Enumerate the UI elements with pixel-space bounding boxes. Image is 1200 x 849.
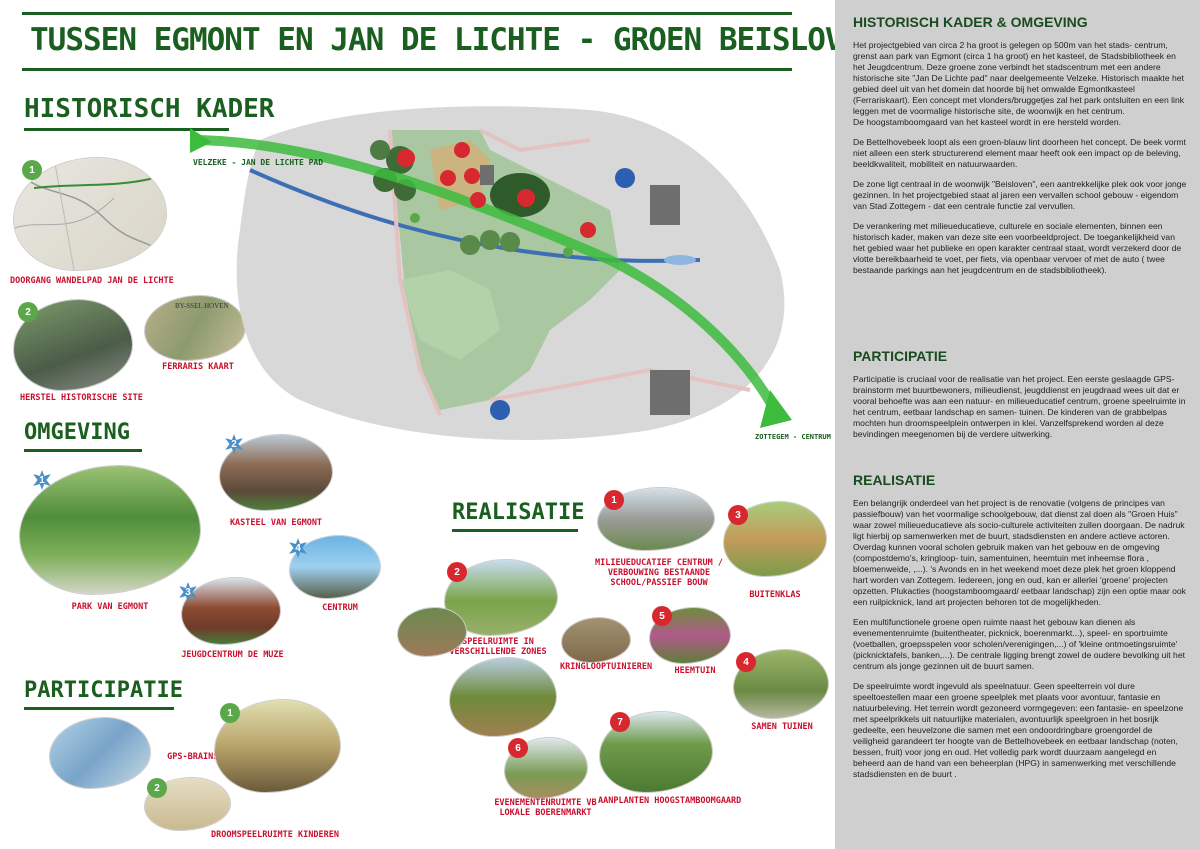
caption-kringloop: KRINGLOOPTUINIEREN [560, 662, 653, 672]
section-title-realisatie: REALISATIE [452, 500, 585, 525]
section-rule-participatie [24, 707, 174, 710]
title-rule-top [22, 12, 792, 15]
para-5: Participatie is cruciaal voor de realisa… [853, 374, 1186, 439]
caption-doorgang: DOORGANG WANDELPAD JAN DE LICHTE [10, 276, 174, 286]
caption-heemtuin: HEEMTUIN [674, 666, 716, 676]
caption-aanplanten: AANPLANTEN HOOGSTAMBOOMGAARD [598, 796, 742, 806]
marker-real-5: 5 [652, 606, 672, 626]
text-participatie: Participatie is cruciaal voor de realisa… [853, 374, 1188, 449]
para-7: Een multifunctionele groene open ruimte … [853, 617, 1186, 671]
caption-droomspeel: DROOMSPEELRUIMTE KINDEREN [211, 830, 339, 840]
page-title: TUSSEN EGMONT EN JAN DE LICHTE - GROEN B… [30, 22, 879, 58]
text-realisatie: Een belangrijk onderdeel van het project… [853, 498, 1188, 789]
para-1b: De hoogstamboomgaard van het kasteel wor… [853, 117, 1121, 127]
caption-gps: GPS-BRAINSTORM [167, 752, 239, 762]
map-label-velzeke: VELZEKE - JAN DE LICHTE PAD [193, 158, 324, 167]
photo-speel-3 [450, 658, 556, 736]
caption-speelruimte: SPEELRUIMTE IN VERSCHILLENDE ZONES [449, 637, 547, 657]
para-3: De zone ligt centraal in de woonwijk "Be… [853, 179, 1187, 211]
section-rule-omgeving [24, 449, 142, 452]
marker-part-2: 2 [147, 778, 167, 798]
photo-ferraris: BY-SSEL HOVEN [145, 296, 245, 360]
caption-samen: SAMEN TUINEN [751, 722, 813, 732]
ferraris-map-label: BY-SSEL HOVEN [175, 302, 229, 310]
marker-1: 1 [22, 160, 42, 180]
photo-gps [50, 718, 150, 788]
caption-herstel: HERSTEL HISTORISCHE SITE [20, 393, 143, 403]
section-title-participatie: PARTICIPATIE [24, 678, 183, 703]
caption-ferraris: FERRARIS KAART [162, 362, 234, 372]
photo-kringloop [562, 618, 630, 662]
para-4: De verankering met milieueducatieve, cul… [853, 221, 1182, 275]
para-8: De speelruimte wordt ingevuld als speeln… [853, 681, 1184, 779]
photo-speel-2 [398, 608, 466, 656]
text-historisch: Het projectgebied van circa 2 ha groot i… [853, 40, 1188, 285]
caption-park: PARK VAN EGMONT [71, 602, 149, 612]
para-1: Het projectgebied van circa 2 ha groot i… [853, 40, 1185, 116]
caption-milieu: MILIEUEDUCATIEF CENTRUM / VERBOUWING BES… [595, 558, 723, 588]
para-2: De Bettelhovebeek loopt als een groen-bl… [853, 137, 1186, 169]
title-rule-bottom [22, 68, 792, 71]
marker-real-4: 4 [736, 652, 756, 672]
marker-2: 2 [18, 302, 38, 322]
marker-real-1: 1 [604, 490, 624, 510]
heading-realisatie: REALISATIE [853, 472, 936, 488]
section-title-historisch: HISTORISCH KADER [24, 94, 275, 124]
caption-centrum: CENTRUM [322, 603, 358, 613]
caption-kasteel: KASTEEL VAN EGMONT [229, 518, 323, 528]
section-rule-realisatie [452, 529, 578, 532]
poster-left: TUSSEN EGMONT EN JAN DE LICHTE - GROEN B… [10, 12, 879, 840]
section-title-omgeving: OMGEVING [24, 420, 130, 445]
marker-real-2: 2 [447, 562, 467, 582]
marker-part-1: 1 [220, 703, 240, 723]
marker-real-7: 7 [610, 712, 630, 732]
map-label-zottegem: ZOTTEGEM - CENTRUM [755, 433, 831, 441]
caption-jeugdcentrum: JEUGDCENTRUM DE MUZE [181, 650, 284, 660]
marker-real-3: 3 [728, 505, 748, 525]
photo-park [20, 466, 200, 594]
marker-real-6: 6 [508, 738, 528, 758]
text-panel [835, 0, 1200, 849]
site-map [190, 106, 792, 440]
caption-buitenklas: BUITENKLAS [749, 590, 801, 600]
section-rule-historisch [24, 128, 229, 131]
heading-participatie: PARTICIPATIE [853, 348, 948, 364]
heading-historisch-omgeving: HISTORISCH KADER & OMGEVING [853, 14, 1088, 30]
caption-evenement: EVENEMENTENRUIMTE VB LOKALE BOERENMARKT [494, 798, 597, 818]
photo-jeugdcentrum [182, 578, 280, 644]
photo-centrum [290, 536, 380, 598]
para-6: Een belangrijk onderdeel van het project… [853, 498, 1186, 607]
